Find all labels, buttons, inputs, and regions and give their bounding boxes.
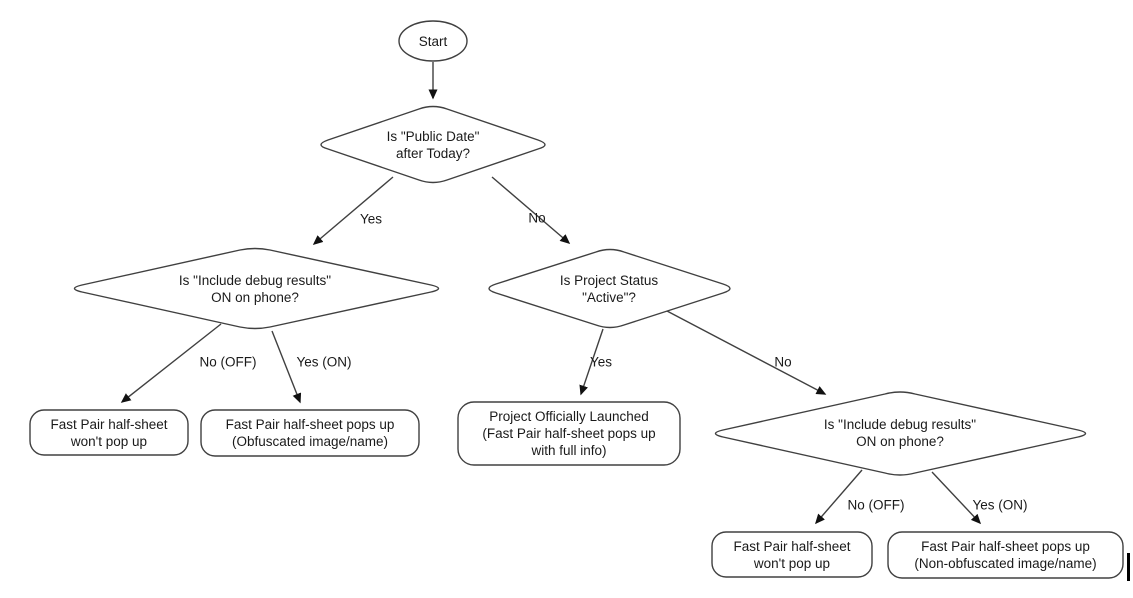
edge-no-to-debug-right [666, 310, 827, 395]
edge-yes-to-launched [579, 328, 604, 396]
start-node-shape [398, 20, 468, 62]
edge-yes-to-debug-left [312, 176, 394, 245]
edge-no-off-to-wont-pop-left [120, 323, 222, 403]
outcome-obfuscated-shape [200, 409, 420, 457]
text-cursor-artifact [1127, 553, 1130, 581]
outcome-launched-shape [457, 401, 681, 466]
edge-no-to-project-status [491, 176, 571, 244]
outcome-wont-pop-left-shape [29, 409, 189, 456]
outcome-non-obfuscated-shape [887, 531, 1124, 579]
edge-yes-on-to-obfuscated [271, 330, 302, 404]
decision-project-status-shape [488, 248, 731, 329]
outcome-wont-pop-right-shape [711, 531, 873, 578]
edge-no-off-to-wont-pop-right [815, 469, 863, 525]
edge-yes-on-to-non-obfuscated [931, 471, 982, 525]
decision-debug-left-shape [73, 247, 440, 330]
decision-public-date-shape [320, 105, 546, 184]
decision-debug-right-shape [714, 391, 1087, 476]
